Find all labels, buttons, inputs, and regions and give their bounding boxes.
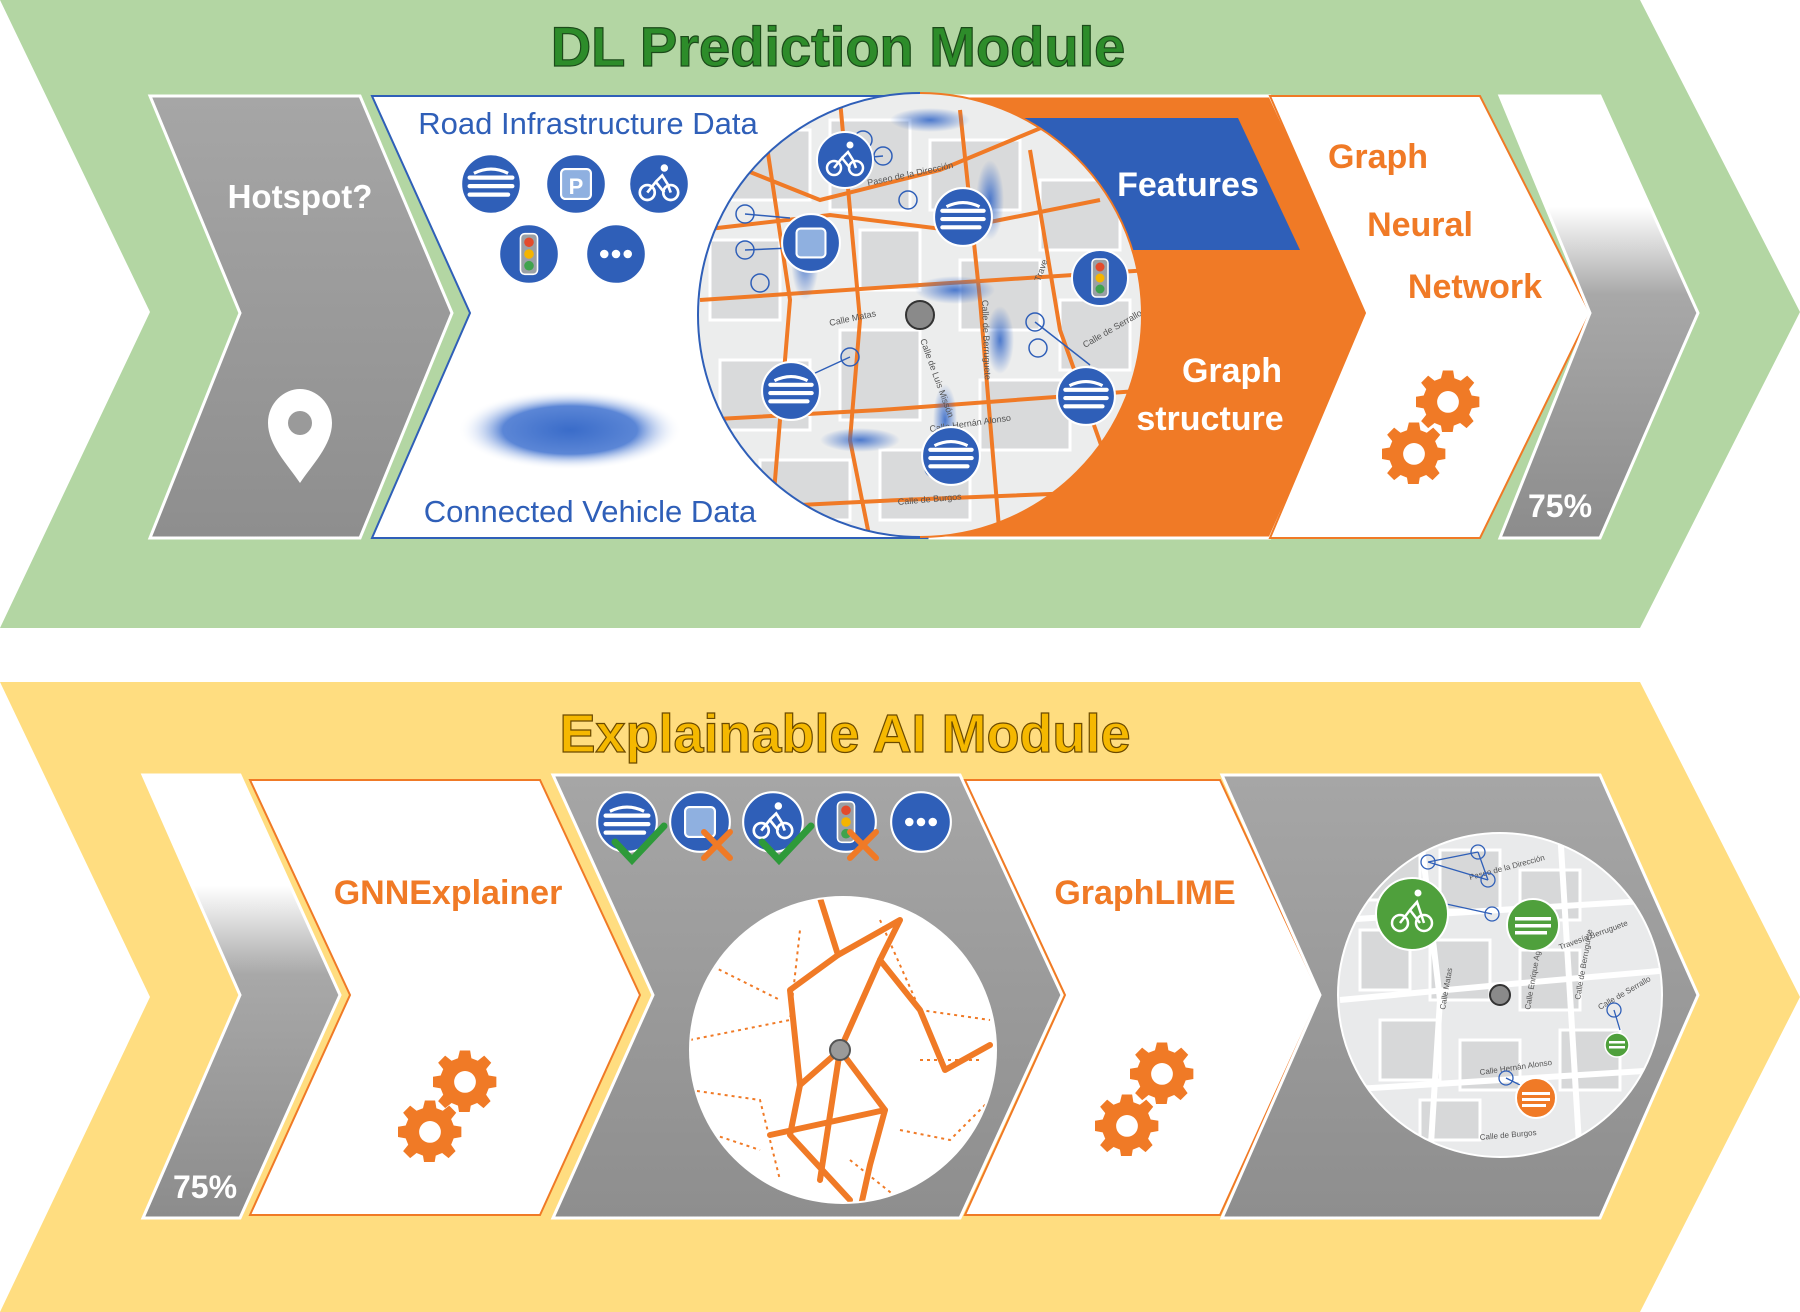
vehicle-data-label: Connected Vehicle Data bbox=[424, 494, 757, 529]
gnn-label-line2: Neural bbox=[1367, 206, 1473, 244]
map-circle-border-right bbox=[919, 92, 1143, 538]
road-network-map: Paseo de la Dirección Calle Matas Calle … bbox=[698, 93, 1142, 537]
gnnexplainer-chevron bbox=[248, 779, 642, 1216]
speed-node-small-green bbox=[1604, 1032, 1630, 1058]
explained-map-border bbox=[1337, 832, 1663, 1158]
gnnexplainer-label: GNNExplainer bbox=[334, 874, 563, 912]
graphlime-label: GraphLIME bbox=[1054, 874, 1235, 912]
check-icon bbox=[758, 822, 815, 866]
cross-icon bbox=[701, 829, 733, 861]
bicycle-node-green bbox=[1375, 877, 1449, 951]
more-icon bbox=[890, 791, 952, 853]
bicycle-icon bbox=[627, 152, 691, 216]
xai-input-percent: 75% bbox=[173, 1169, 237, 1205]
speed-node-orange bbox=[1515, 1077, 1557, 1119]
speed-bump-icon bbox=[459, 152, 523, 216]
speed-node-green bbox=[1506, 898, 1560, 952]
graph-structure-line1: Graph bbox=[1182, 352, 1282, 390]
more-icon bbox=[585, 223, 647, 285]
graph-structure-line2: structure bbox=[1136, 400, 1283, 438]
dl-module-title: DL Prediction Module bbox=[551, 15, 1126, 78]
hotspot-label: Hotspot? bbox=[228, 178, 373, 215]
output-chevron bbox=[1497, 94, 1700, 540]
gnn-label-line1: Graph bbox=[1328, 138, 1428, 176]
features-label: Features bbox=[1117, 166, 1259, 204]
xai-module-title: Explainable AI Module bbox=[559, 704, 1130, 764]
parking-letter: P bbox=[569, 174, 584, 199]
cross-icon bbox=[847, 829, 879, 861]
road-data-label: Road Infrastructure Data bbox=[418, 106, 758, 141]
gnn-chevron bbox=[1268, 95, 1592, 539]
gnn-label-line3: Network bbox=[1408, 268, 1542, 306]
xai-input-chevron bbox=[140, 773, 342, 1220]
feature-importance-row bbox=[595, 790, 952, 866]
map-circle-border-left bbox=[697, 92, 921, 538]
output-percent: 75% bbox=[1528, 488, 1592, 524]
vehicle-density-blob bbox=[458, 390, 682, 470]
check-icon bbox=[611, 822, 668, 866]
traffic-light-icon bbox=[498, 223, 560, 285]
hotspot-chevron bbox=[147, 94, 454, 540]
svg-text:Calle de Berruguete: Calle de Berruguete bbox=[980, 300, 993, 380]
graphlime-chevron bbox=[963, 779, 1322, 1216]
map-pin-icon bbox=[268, 389, 332, 483]
explanation-subgraph bbox=[691, 898, 993, 1202]
